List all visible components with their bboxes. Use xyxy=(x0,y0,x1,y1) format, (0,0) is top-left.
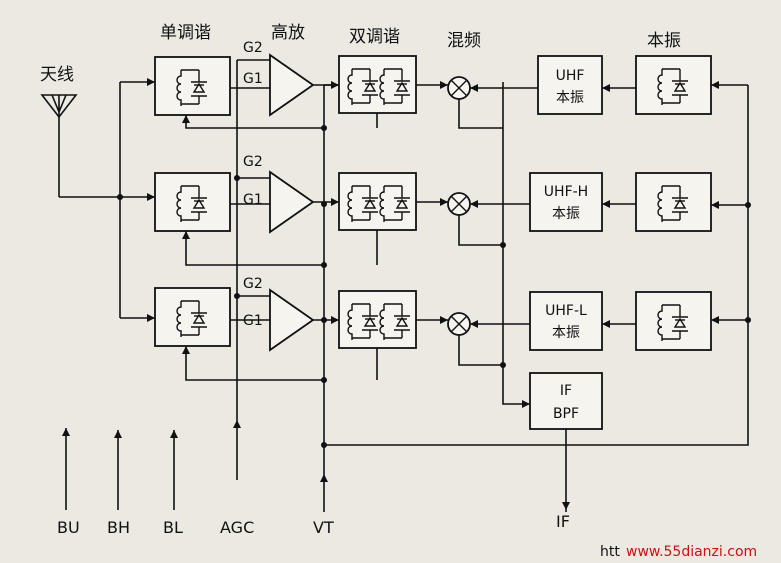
single-tune-block-1 xyxy=(154,56,231,116)
uhf-l-osc-line1: UHF-L xyxy=(545,303,587,319)
lo-tank-block-1 xyxy=(635,55,712,115)
uhf-osc-line1: UHF xyxy=(556,68,585,84)
if-output-label: IF xyxy=(556,512,570,531)
double-tune-block-1 xyxy=(338,55,417,114)
g1-label-1: G1 xyxy=(243,71,263,87)
single-tune-block-2 xyxy=(154,172,231,232)
g2-label-1: G2 xyxy=(243,40,263,56)
mixer-3 xyxy=(447,312,471,336)
g2-label-2: G2 xyxy=(243,154,263,170)
single-tune-label: 单调谐 xyxy=(160,23,211,43)
agc-label: AGC xyxy=(220,518,254,537)
if-bpf-line1: IF xyxy=(560,383,572,399)
uhf-h-osc-line2: 本振 xyxy=(552,206,580,222)
if-bpf-line2: BPF xyxy=(553,406,579,422)
uhf-osc-line2: 本振 xyxy=(556,90,584,106)
rf-amp-label: 高放 xyxy=(271,23,305,43)
uhf-h-osc-block: UHF-H 本振 xyxy=(529,172,603,232)
double-tune-label: 双调谐 xyxy=(349,27,400,47)
rf-amp-2 xyxy=(269,170,315,234)
uhf-l-osc-block: UHF-L 本振 xyxy=(529,291,603,351)
rf-amp-1 xyxy=(269,53,315,117)
bl-label: BL xyxy=(163,518,183,537)
double-tune-block-3 xyxy=(338,290,417,349)
local-osc-label: 本振 xyxy=(647,31,681,51)
mixer-label: 混频 xyxy=(447,31,481,51)
mixer-1 xyxy=(447,76,471,100)
double-tune-block-2 xyxy=(338,172,417,231)
lo-tank-block-3 xyxy=(635,291,712,351)
mixer-2 xyxy=(447,192,471,216)
watermark-text: www.55dianzi.com xyxy=(626,544,757,560)
uhf-osc-block: UHF 本振 xyxy=(537,55,603,115)
antenna-icon xyxy=(40,94,78,197)
vt-label: VT xyxy=(313,518,334,537)
watermark-prefix: htt xyxy=(600,544,620,560)
bu-label: BU xyxy=(57,518,80,537)
bh-label: BH xyxy=(107,518,130,537)
single-tune-block-3 xyxy=(154,287,231,347)
uhf-h-osc-line1: UHF-H xyxy=(544,184,588,200)
g2-label-3: G2 xyxy=(243,276,263,292)
lo-tank-block-2 xyxy=(635,172,712,232)
if-bpf-block: IF BPF xyxy=(529,372,603,430)
antenna-label: 天线 xyxy=(40,65,74,85)
uhf-l-osc-line2: 本振 xyxy=(552,325,580,341)
g1-label-2: G1 xyxy=(243,192,263,208)
rf-amp-3 xyxy=(269,288,315,352)
g1-label-3: G1 xyxy=(243,313,263,329)
